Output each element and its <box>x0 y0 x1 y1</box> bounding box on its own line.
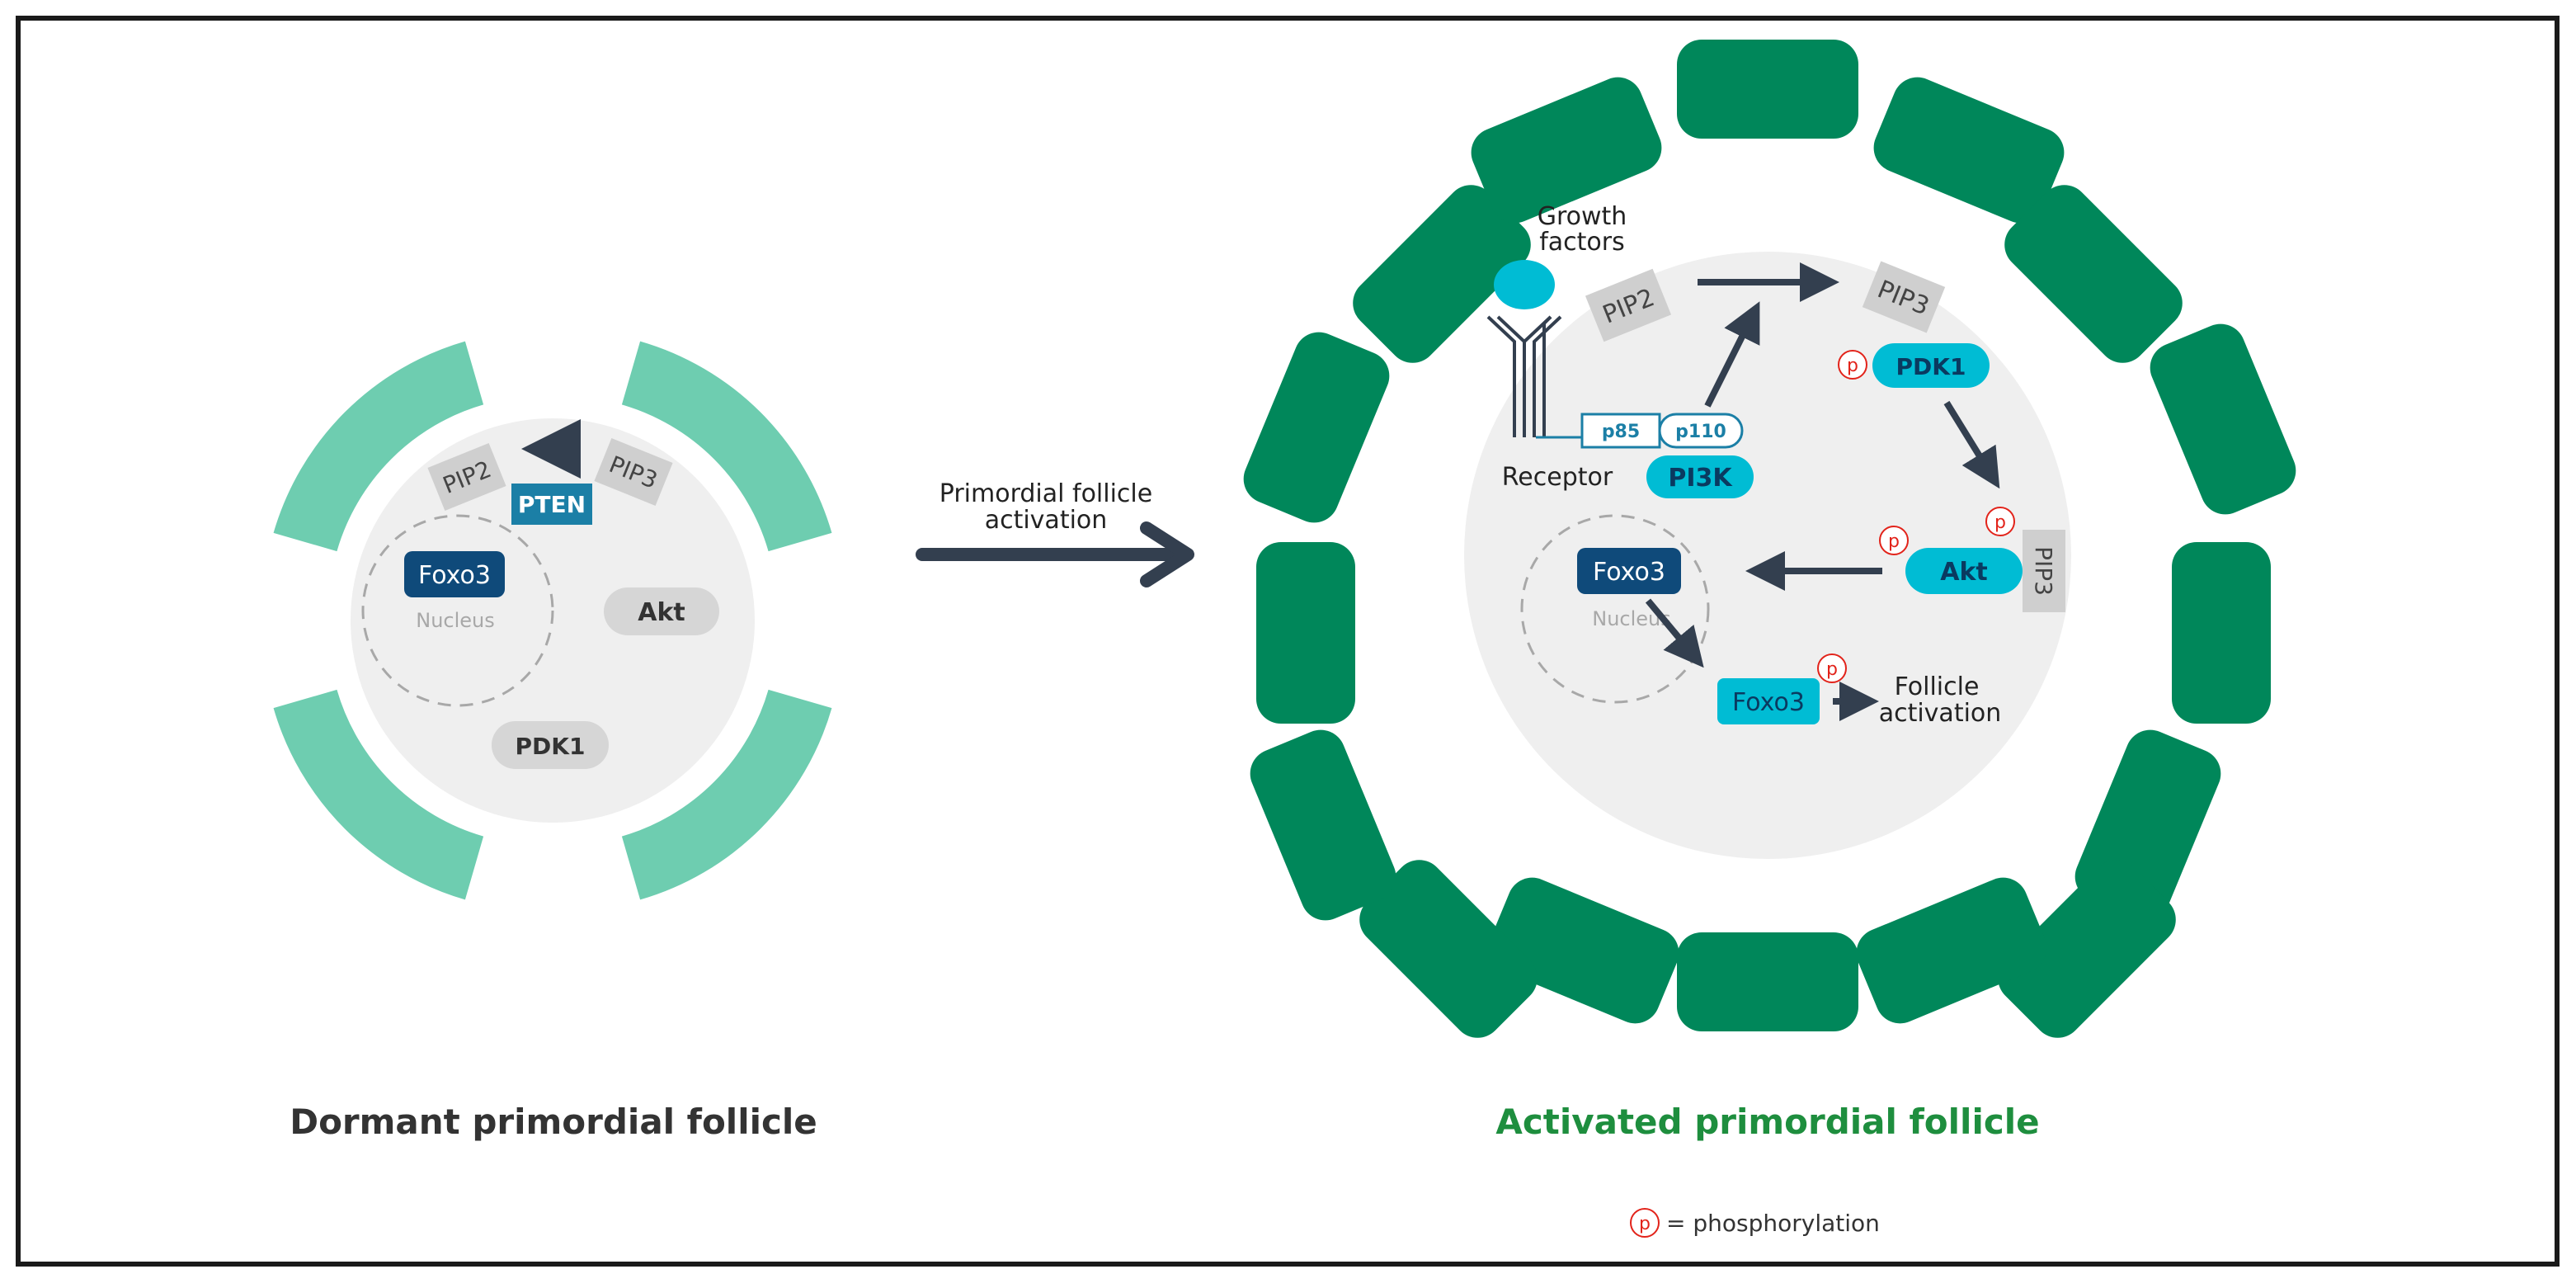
phospho-symbol-pdk1 <box>1838 350 1867 380</box>
activated-follicle: Growth factors Receptor p85 p110 PI3K PI… <box>1243 40 2296 1142</box>
pip2-tag-dormant: PIP2 <box>427 443 506 511</box>
activated-caption: Activated primordial follicle <box>1495 1102 2039 1142</box>
foxo3-label-phospho: Foxo3 <box>1732 688 1805 717</box>
pdk1-pill-activated <box>1872 343 1990 388</box>
dormant-caption: Dormant primordial follicle <box>290 1102 817 1142</box>
phospho-letter-akt-left: p <box>1888 531 1900 552</box>
pi3k-label: PI3K <box>1668 464 1733 493</box>
akt-label-activated: Akt <box>1940 558 1988 587</box>
follicle-activation-line2: activation <box>1879 699 2002 728</box>
transition-label-line1: Primordial follicle <box>940 479 1152 508</box>
granulosa-arc-top-left <box>273 341 484 552</box>
legend-phospho-letter: p <box>1639 1214 1651 1234</box>
granulosa-cell <box>2150 323 2296 515</box>
granulosa-cell <box>1250 729 1396 921</box>
legend-phospho-symbol <box>1630 1208 1660 1238</box>
akt-pill-dormant <box>604 587 719 635</box>
granulosa-cell-ring <box>1243 40 2296 1038</box>
p110-label: p110 <box>1675 422 1726 442</box>
legend: p = phosphorylation <box>1630 1208 1880 1238</box>
pip3-tag-dormant: PIP3 <box>594 438 673 506</box>
foxo3-box-nuclear <box>1577 548 1681 594</box>
p85-label: p85 <box>1602 422 1640 442</box>
receptor <box>1486 315 1562 437</box>
pdk1-to-akt-arrow <box>1943 400 2000 489</box>
phospho-symbol-foxo3 <box>1817 653 1847 683</box>
nucleus-dormant <box>361 514 554 707</box>
granulosa-cell <box>1873 77 2065 224</box>
granulosa-cell <box>1243 332 1390 523</box>
pip3-label-side: PIP3 <box>2030 546 2057 596</box>
receptor-label: Receptor <box>1502 463 1613 492</box>
granulosa-cell <box>1677 932 1858 1031</box>
pdk1-label-activated: PDK1 <box>1896 353 1966 380</box>
pip3-tag-activated: PIP3 <box>1862 261 1946 333</box>
foxo3-label-dormant: Foxo3 <box>418 561 491 590</box>
granulosa-arc-bottom-right <box>621 689 832 900</box>
pi3k-pill <box>1646 455 1754 498</box>
granulosa-arc-top-right <box>621 341 832 552</box>
granulosa-cell <box>1471 77 1662 224</box>
pten-label: PTEN <box>518 491 586 518</box>
transition-label-line2: activation <box>985 506 1108 535</box>
granulosa-arc-bottom-left <box>273 689 484 900</box>
akt-label-dormant: Akt <box>638 598 685 627</box>
follicle-activation-line1: Follicle <box>1895 672 1980 701</box>
foxo3-box-phospho <box>1717 678 1820 724</box>
pi3k-to-conversion-arrow <box>1704 301 1760 408</box>
growth-factors-line1: Growth <box>1538 202 1627 231</box>
granulosa-cell <box>1359 860 1538 1038</box>
pip2-tag-activated: PIP2 <box>1585 268 1672 342</box>
phospho-letter-foxo3: p <box>1826 659 1838 680</box>
legend-text: = phosphorylation <box>1666 1210 1880 1237</box>
p85-box <box>1580 413 1661 449</box>
granulosa-cell <box>2004 185 2183 363</box>
foxo3-label-nuclear: Foxo3 <box>1593 558 1665 587</box>
phospho-letter-akt-right: p <box>1994 512 2006 533</box>
pdk1-label-dormant: PDK1 <box>516 733 586 760</box>
activation-arrow-head <box>1140 521 1194 587</box>
granulosa-arcs <box>273 341 832 900</box>
pip3-tag-side: PIP3 <box>2023 530 2065 612</box>
granulosa-cell <box>1256 542 1355 724</box>
nucleus-label-dormant: Nucleus <box>416 609 495 632</box>
granulosa-cell <box>1677 40 1858 139</box>
phospho-symbol-akt-left <box>1879 526 1909 555</box>
nucleus-activated <box>1520 514 1710 704</box>
granulosa-cell <box>1353 185 1531 363</box>
growth-factors-line2: factors <box>1539 228 1625 257</box>
phospho-symbol-akt-right <box>1985 507 2015 536</box>
granulosa-cell <box>2172 542 2271 724</box>
foxo3-export-arrow <box>1645 598 1704 668</box>
foxo3-box-dormant <box>404 551 505 597</box>
dormant-follicle: PIP2 PIP3 PTEN Foxo3 Nucleus Akt PDK1 Do… <box>273 341 832 1142</box>
akt-pill-activated <box>1905 548 2023 594</box>
p110-box <box>1658 413 1744 449</box>
figure-frame <box>16 16 2560 1267</box>
growth-factor <box>1494 260 1555 309</box>
pdk1-pill-dormant <box>492 721 609 769</box>
pten-box <box>511 484 592 525</box>
activation-transition: Primordial follicle activation <box>916 479 1194 587</box>
granulosa-cell <box>1488 877 1679 1024</box>
granulosa-cell <box>1998 860 2176 1038</box>
granulosa-cell <box>1856 877 2047 1024</box>
phospho-letter-pdk1: p <box>1847 356 1858 376</box>
